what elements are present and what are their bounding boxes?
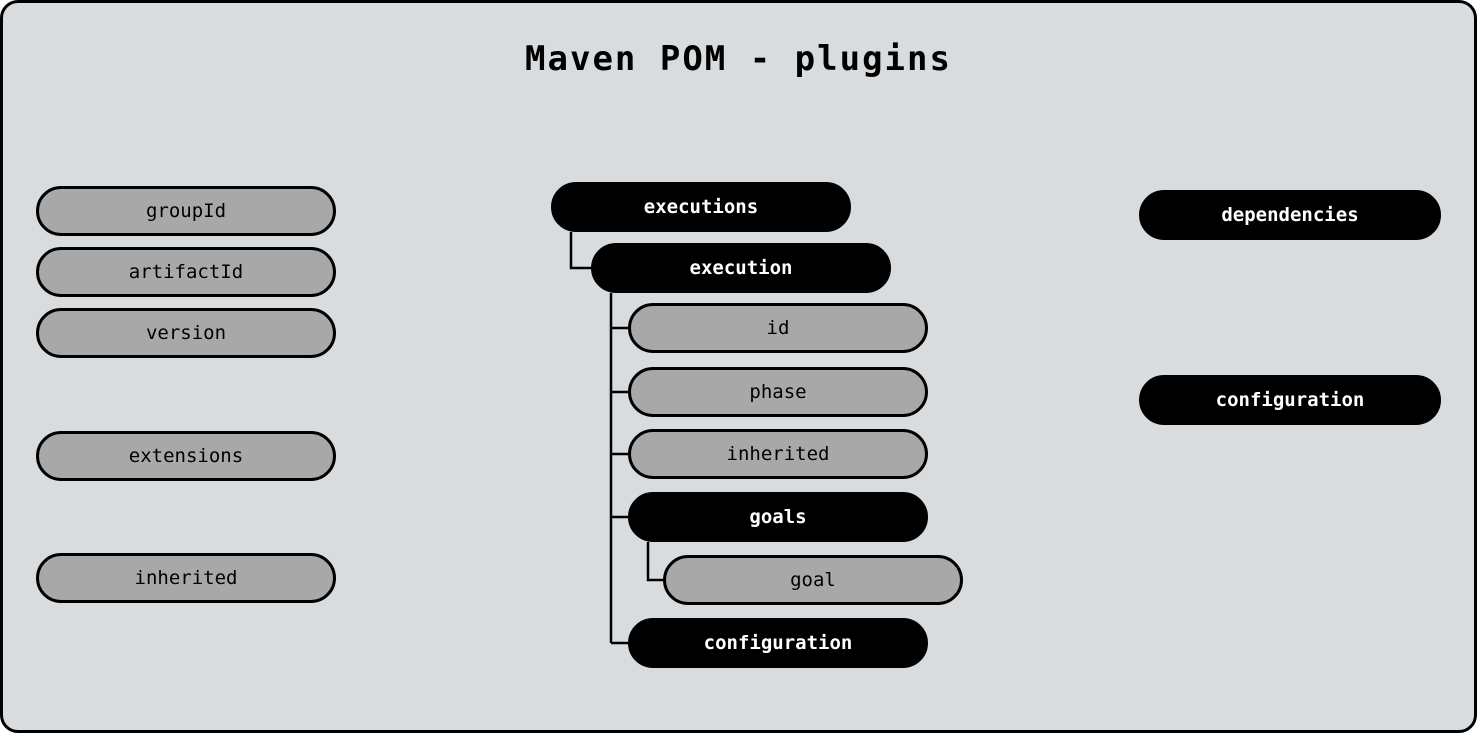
node-version: version [36,308,336,358]
node-execution-inherited: inherited [628,429,928,479]
node-inherited: inherited [36,553,336,603]
node-execution: execution [591,243,891,293]
connector-executions-execution [569,232,591,270]
node-artifactid: artifactId [36,247,336,297]
node-groupid: groupId [36,186,336,236]
node-goals: goals [628,492,928,542]
node-execution-configuration: configuration [628,618,928,668]
node-phase: phase [628,367,928,417]
node-configuration: configuration [1139,375,1441,425]
connector-goals-goal [646,542,663,582]
node-id: id [628,303,928,353]
node-dependencies: dependencies [1139,190,1441,240]
node-goal: goal [663,555,963,605]
node-executions: executions [551,182,851,232]
diagram-title: Maven POM - plugins [525,39,952,79]
node-extensions: extensions [36,431,336,481]
